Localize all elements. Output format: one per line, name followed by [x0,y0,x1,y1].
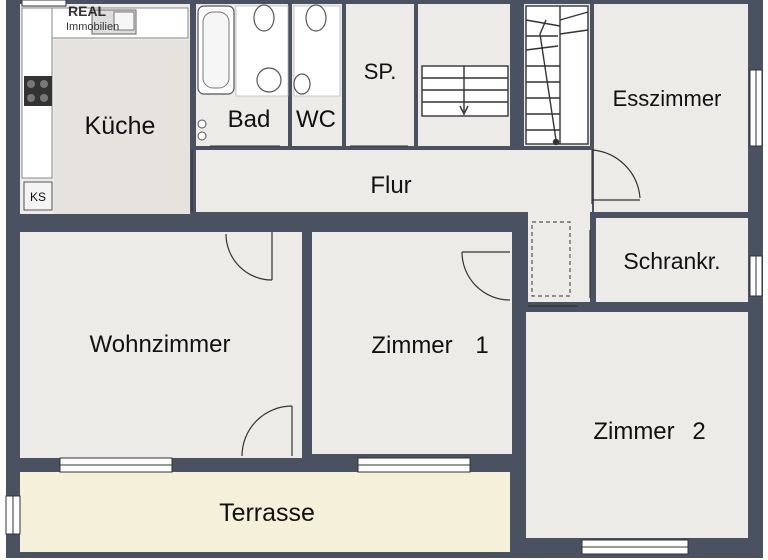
label-closet: Schrankr. [623,248,720,274]
burner-icon [40,94,48,102]
label-room2: Zimmer [593,418,674,445]
label-dining: Esszimmer [613,86,722,111]
burner-icon [40,80,48,88]
watermark-line1: REAL [68,3,107,19]
washbasin-icon [256,67,282,93]
label-hall: Flur [370,172,411,199]
closet-floor [596,218,748,302]
bathtub-inner [202,11,230,89]
toilet-icon [253,4,275,32]
label-room2-number: 2 [692,418,705,445]
label-room1-number: 1 [475,332,488,359]
burner-icon [27,94,35,102]
window-kitchen [21,0,67,7]
label-wc: WC [296,106,336,133]
stair-winding [525,5,589,146]
room1-floor [312,232,512,454]
bath-drain-icon [197,131,207,141]
hall-floor [196,150,592,212]
watermark-line2: Immobilien [66,21,119,33]
fridge-label: KS [30,190,46,204]
door-hall-living [225,232,273,281]
stove-top [24,76,52,106]
label-living: Wohnzimmer [90,331,231,358]
toilet-icon [305,4,327,32]
label-terrace: Terrasse [219,499,315,527]
door-hall-room1 [461,251,511,301]
room2-floor [526,312,748,538]
bath-drain-icon [197,119,207,129]
door-hall-dining [591,149,641,204]
kitchen-tile-area [54,40,190,214]
dining-floor [594,4,748,212]
sink-basin [113,11,135,31]
stair-straight [421,65,509,117]
terrace-floor [20,472,510,552]
label-pantry: SP. [364,59,397,84]
label-room1: Zimmer [371,332,452,359]
label-bath: Bad [228,106,271,133]
hall-lower-floor [528,212,590,302]
pantry-floor [346,4,414,146]
living-floor [20,232,302,458]
label-kitchen: Küche [85,112,156,140]
door-living-terrace [241,405,293,457]
burner-icon [27,80,35,88]
washbasin-icon [293,73,311,95]
fridge [23,181,53,211]
